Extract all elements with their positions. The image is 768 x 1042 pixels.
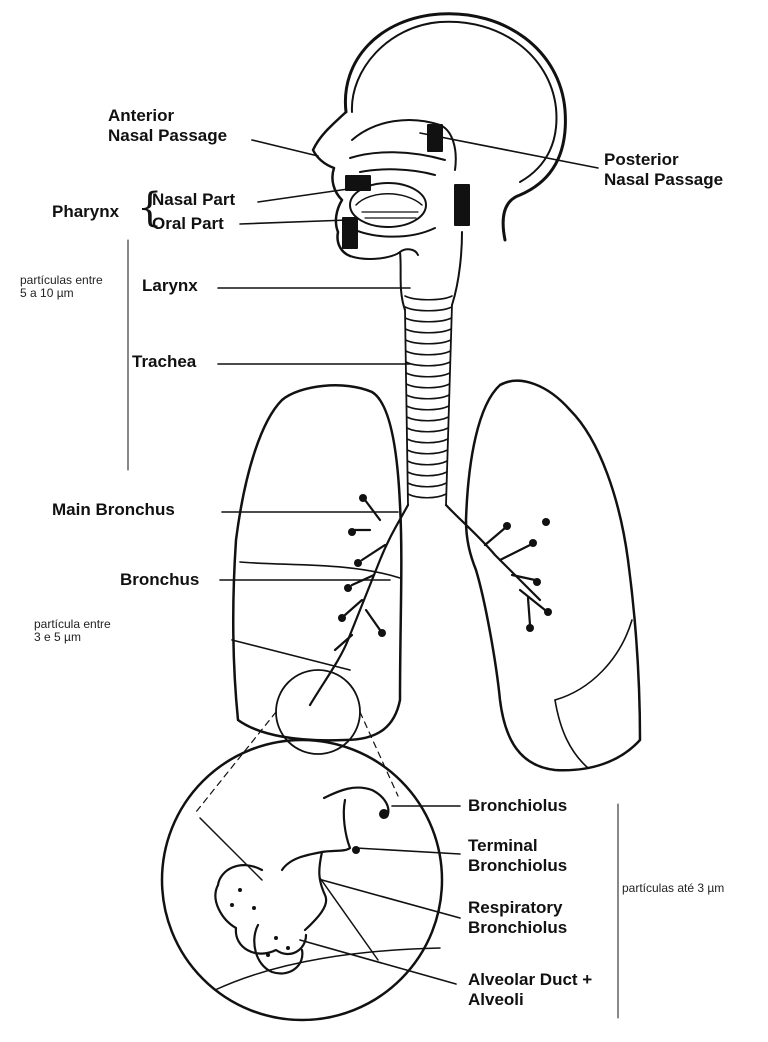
magnify-projection-left [196, 712, 276, 812]
trachea-ring [405, 307, 452, 311]
larynx-label: Larynx [142, 276, 198, 296]
trachea-label: Trachea [132, 352, 196, 372]
anterior-nasal-passage-line2: Nasal Passage [108, 126, 227, 146]
trachea-ring [407, 406, 449, 410]
particle-note-upper: partículas entre 5 a 10 µm [20, 274, 103, 300]
anterior-nasal-passage-label: Anterior Nasal Passage [108, 106, 227, 146]
particle-note-middle: partícula entre 3 e 5 µm [34, 618, 111, 644]
trachea-ring [407, 417, 449, 421]
terminal-bronchiolus-line2: Bronchiolus [468, 856, 567, 876]
nasal-cavity [343, 120, 469, 255]
pharynx-label: Pharynx [52, 202, 119, 222]
trachea-ring [408, 483, 447, 487]
trachea-ring [406, 362, 450, 366]
trachea-ring [405, 296, 452, 300]
trachea-ring [406, 340, 451, 344]
trachea-ring [406, 384, 449, 388]
bronchial-tree [310, 500, 545, 705]
main-bronchus-label: Main Bronchus [52, 500, 175, 520]
magnified-view-circle [162, 740, 442, 1020]
trachea-ring [405, 318, 451, 322]
trachea-ring [408, 494, 446, 498]
posterior-nasal-passage-line1: Posterior [604, 150, 723, 170]
posterior-nasal-passage-label: Posterior Nasal Passage [604, 150, 723, 190]
particle-note-middle-line2: 3 e 5 µm [34, 631, 111, 644]
right-lung [232, 385, 401, 740]
bronchus-label: Bronchus [120, 570, 199, 590]
left-lung [466, 381, 640, 771]
alveolar-duct-alveoli-label: Alveolar Duct + Alveoli [468, 970, 592, 1010]
trachea-ring [406, 395, 449, 399]
particle-note-lower: partículas até 3 µm [622, 882, 724, 895]
respiratory-bronchiolus-line1: Respiratory [468, 898, 567, 918]
bronchiolus-label: Bronchiolus [468, 796, 567, 816]
trachea-ring [407, 439, 448, 443]
anterior-nasal-passage-line1: Anterior [108, 106, 227, 126]
alveolar-duct-line2: Alveoli [468, 990, 592, 1010]
trachea-ring [408, 472, 447, 476]
terminal-bronchiolus-line1: Terminal [468, 836, 567, 856]
alveolar-duct-line1: Alveolar Duct + [468, 970, 592, 990]
oral-part-label: Oral Part [152, 214, 224, 234]
trachea-ring [407, 450, 447, 454]
head-outline [313, 14, 565, 310]
trachea-ring [407, 428, 448, 432]
trachea-ring [406, 373, 450, 377]
respiratory-bronchiolus-line2: Bronchiolus [468, 918, 567, 938]
trachea-ring [407, 461, 447, 465]
magnified-bronchiole [200, 788, 440, 990]
respiratory-bronchiolus-label: Respiratory Bronchiolus [468, 898, 567, 938]
posterior-nasal-passage-line2: Nasal Passage [604, 170, 723, 190]
particle-note-upper-line2: 5 a 10 µm [20, 287, 103, 300]
trachea-ring [405, 329, 451, 333]
trachea-ring-group [405, 296, 452, 498]
trachea-ring [406, 351, 451, 355]
nasal-part-label: Nasal Part [152, 190, 235, 210]
terminal-bronchiolus-label: Terminal Bronchiolus [468, 836, 567, 876]
